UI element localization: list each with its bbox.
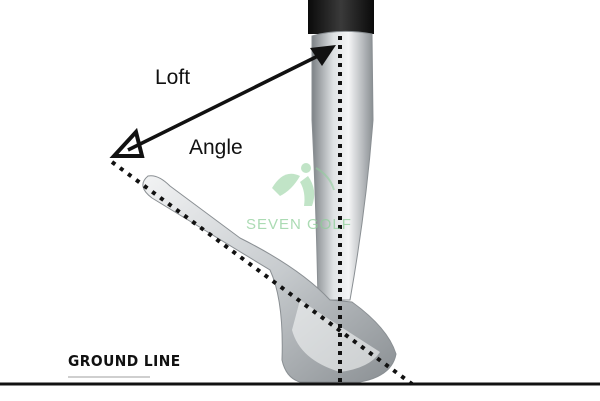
ground-line-label: GROUND LINE bbox=[68, 352, 181, 370]
club-grip bbox=[308, 0, 374, 34]
arrow-head-top-icon bbox=[310, 45, 336, 66]
club-face-highlight bbox=[292, 300, 380, 372]
angle-label: Angle bbox=[189, 136, 243, 159]
arrow-head-bottom-icon bbox=[109, 127, 145, 158]
golfer-swing-logo-icon bbox=[272, 163, 335, 206]
club-hosel bbox=[311, 30, 374, 301]
loft-label: Loft bbox=[155, 66, 191, 89]
watermark-text: SEVEN GOLF bbox=[246, 216, 352, 233]
face-angle-line bbox=[110, 160, 414, 386]
double-headed-arrow-icon bbox=[127, 50, 327, 152]
